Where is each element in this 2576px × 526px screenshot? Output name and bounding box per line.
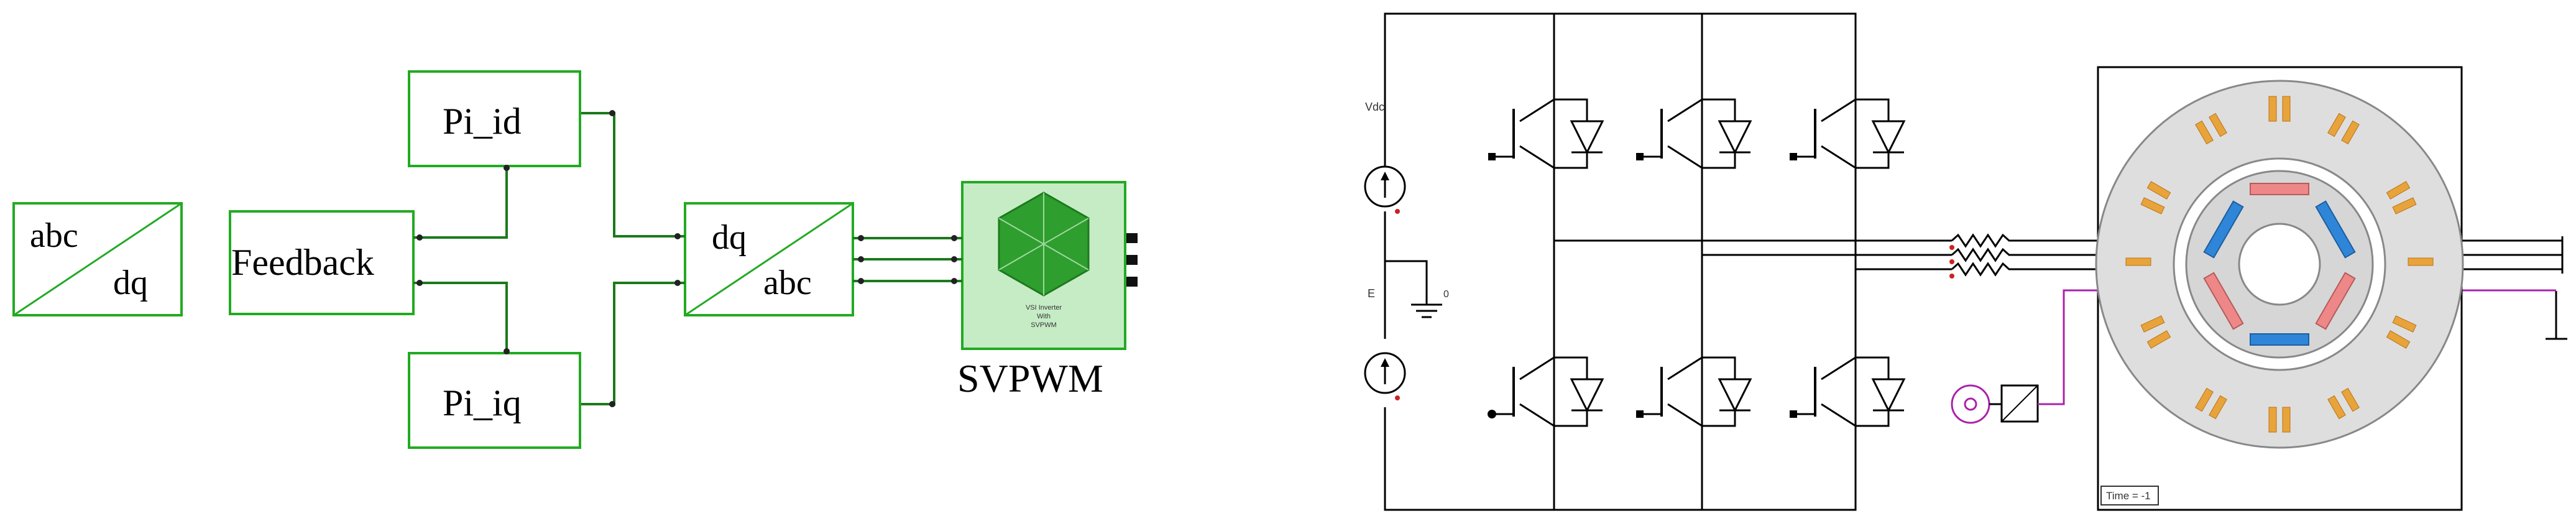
phase-resistors (1951, 233, 2014, 277)
ground-icon (1411, 303, 1442, 318)
magenta-shaft-wire (2038, 289, 2098, 405)
igbt-upper-2[interactable] (1636, 98, 1752, 169)
abc-dq-top-label: abc (30, 216, 78, 255)
svpwm-output-port (1126, 255, 1138, 265)
diode-icon (1570, 378, 1604, 413)
diode-icon (1570, 120, 1604, 155)
igbt-lower-2[interactable] (1636, 356, 1752, 427)
pi-iq-block[interactable]: Pi_iq (408, 352, 581, 449)
control-port-markers (416, 110, 957, 407)
rotor-shaft-hole (2238, 223, 2321, 306)
diode-icon (1871, 378, 1906, 413)
pi-id-label: Pi_id (443, 101, 522, 142)
vdc-source[interactable]: Vdc (1364, 101, 1406, 214)
ground-label: 0 (1443, 289, 1449, 300)
svpwm-inner-text-1: VSI Inverter (1026, 304, 1062, 311)
svpwm-output-port (1126, 277, 1138, 287)
power-circuit: Vdc E 0 (1364, 12, 2567, 511)
vdc-label: Vdc (1365, 101, 1384, 113)
feedback-label: Feedback (231, 242, 374, 283)
time-readout: Time = -1 (2106, 490, 2151, 502)
svpwm-output-port (1126, 233, 1138, 243)
phase-markers (1949, 245, 1954, 279)
igbt-upper-1[interactable] (1488, 98, 1604, 169)
pi-id-block[interactable]: Pi_id (408, 70, 581, 167)
e-source[interactable]: E (1364, 287, 1406, 400)
control-wires (413, 112, 962, 405)
dq-abc-top-label: dq (712, 218, 747, 257)
e-label: E (1368, 287, 1375, 300)
svpwm-block[interactable]: VSI Inverter With SVPWM (961, 181, 1138, 350)
diode-icon (1718, 378, 1752, 413)
igbt-lower-1[interactable] (1488, 356, 1604, 427)
rotor-magnets (2203, 183, 2356, 346)
abc-dq-bottom-label: dq (113, 264, 148, 302)
igbt-lower-3[interactable] (1790, 356, 1906, 427)
dq-abc-bottom-label: abc (763, 264, 812, 302)
speed-sensor-block[interactable] (2000, 384, 2039, 423)
stator-coils (2125, 96, 2434, 433)
pi-iq-label: Pi_iq (443, 382, 522, 423)
control-diagram: abc dq Feedback Pi_id Pi_iq dq abc (12, 70, 1138, 449)
dq-abc-transform-block[interactable]: dq abc (684, 202, 854, 316)
diode-icon (1871, 120, 1906, 155)
time-readout-box (2100, 486, 2159, 505)
svpwm-caption: SVPWM (957, 356, 1103, 400)
abc-dq-transform-block[interactable]: abc dq (12, 202, 183, 316)
svpwm-sector-lines (998, 193, 1089, 295)
svpwm-inner-text-3: SVPWM (1031, 321, 1057, 329)
feedback-block[interactable]: Feedback (229, 210, 415, 315)
speed-source[interactable] (1951, 384, 2002, 424)
dc-bus-wires (1384, 12, 2567, 511)
motor-cross-section[interactable]: Time = -1 (2095, 66, 2464, 511)
svpwm-inner-text-2: With (1037, 313, 1051, 320)
igbt-upper-3[interactable] (1790, 98, 1906, 169)
diode-icon (1718, 120, 1752, 155)
